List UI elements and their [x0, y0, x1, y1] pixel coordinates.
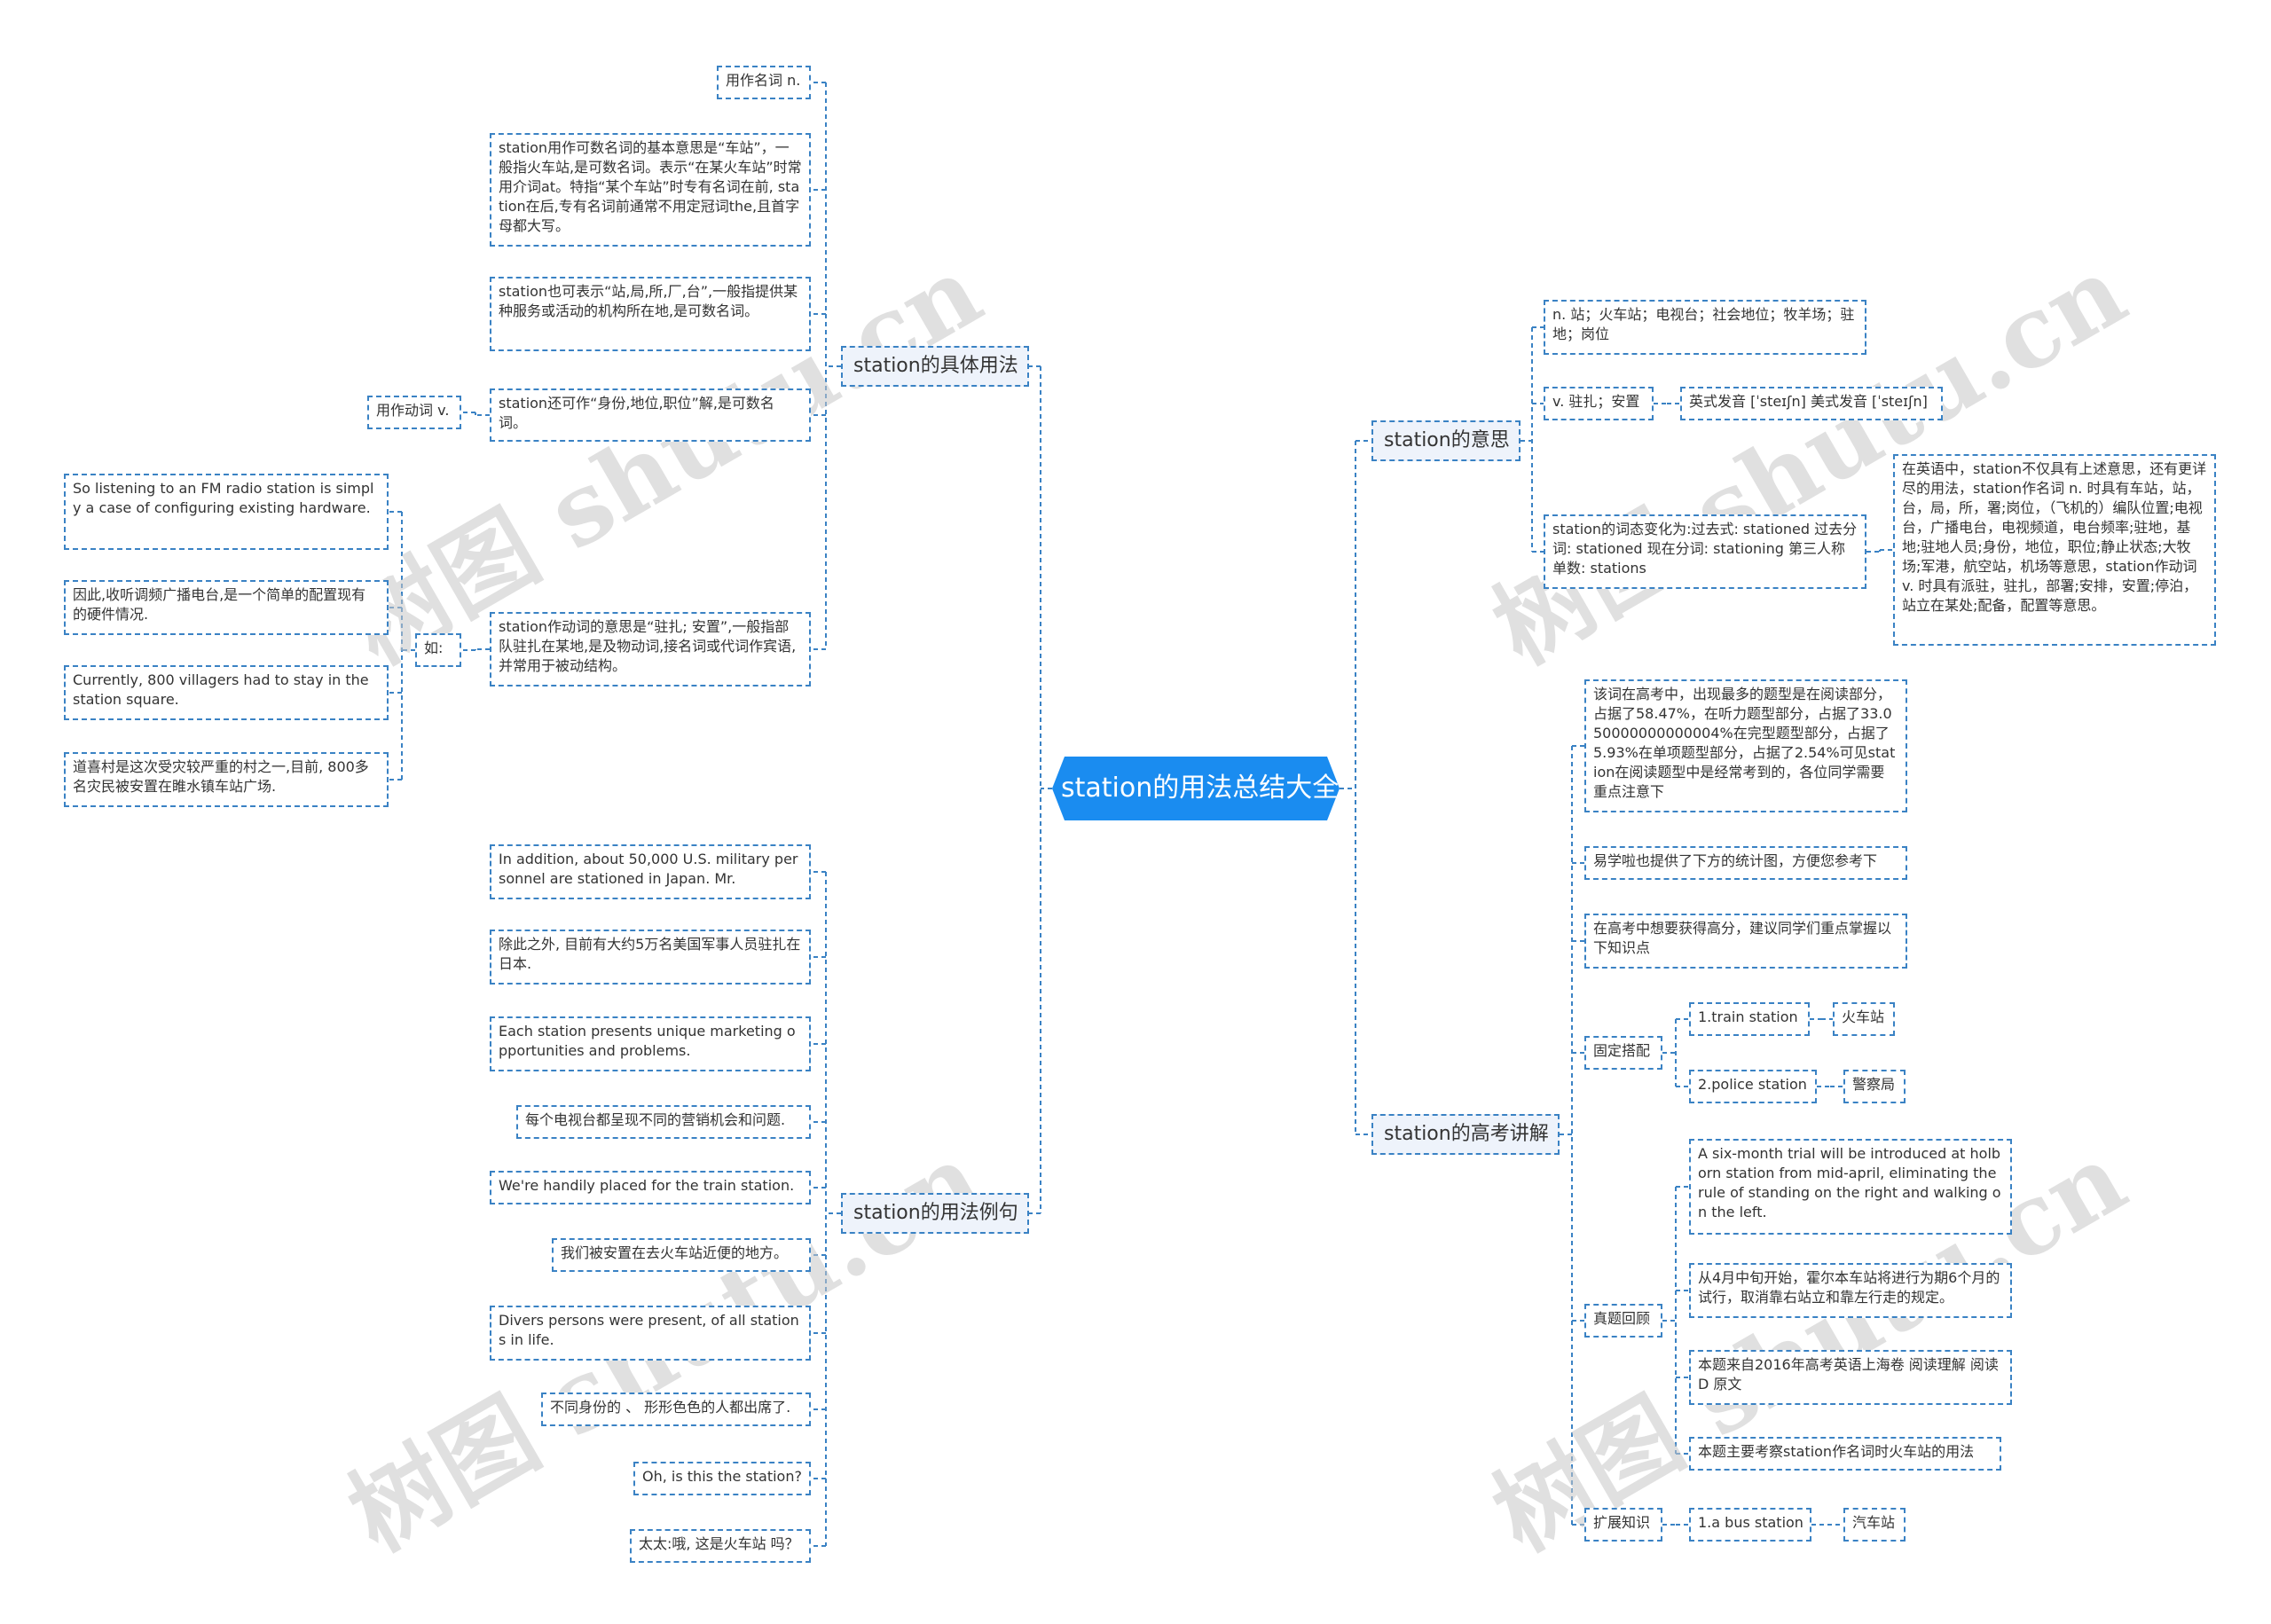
branch-meaning[interactable]: station的意思	[1371, 420, 1521, 461]
extended-knowledge[interactable]: 1.a bus station	[1689, 1508, 1811, 1542]
noun-usage-label[interactable]: 用作名词 n.	[717, 66, 811, 99]
usage-example-en[interactable]: Currently, 800 villagers had to stay in …	[64, 665, 389, 720]
example-sentence[interactable]: 太太:哦, 这是火车站 吗？	[630, 1529, 811, 1563]
example-sentence[interactable]: Each station presents unique marketing o…	[490, 1016, 811, 1071]
extended-knowledge-label[interactable]: 扩展知识	[1584, 1508, 1662, 1542]
usage-example-en[interactable]: So listening to an FM radio station is s…	[64, 474, 389, 550]
fixed-collocation[interactable]: 1.train station	[1689, 1002, 1810, 1036]
example-sentence[interactable]: In addition, about 50,000 U.S. military …	[490, 844, 811, 899]
example-label[interactable]: 如:	[415, 633, 461, 667]
noun-usage-text[interactable]: station还可作“身份,地位,职位”解,是可数名词。	[490, 388, 811, 442]
usage-example-zh[interactable]: 因此,收听调频广播电台,是一个简单的配置现有的硬件情况.	[64, 580, 389, 635]
fixed-collocation-label[interactable]: 固定搭配	[1584, 1036, 1662, 1070]
example-sentence[interactable]: 每个电视台都呈现不同的营销机会和问题.	[516, 1105, 811, 1139]
example-sentence[interactable]: We're handily placed for the train stati…	[490, 1171, 811, 1204]
example-sentence[interactable]: Divers persons were present, of all stat…	[490, 1306, 811, 1361]
branch-exam[interactable]: station的高考讲解	[1371, 1114, 1560, 1155]
exam-stats[interactable]: 易学啦也提供了下方的统计图，方便您参考下	[1584, 846, 1907, 880]
meaning-detail[interactable]: 在英语中，station不仅具有上述意思，还有更详尽的用法，station作名词…	[1893, 454, 2216, 646]
verb-usage-text[interactable]: station作动词的意思是“驻扎; 安置”,一般指部队驻扎在某地,是及物动词,…	[490, 612, 811, 686]
past-exam-source[interactable]: 本题来自2016年高考英语上海卷 阅读理解 阅读D 原文	[1689, 1350, 2012, 1405]
fixed-collocation-meaning[interactable]: 警察局	[1843, 1070, 1906, 1103]
noun-usage-text[interactable]: station用作可数名词的基本意思是“车站”，一般指火车站,是可数名词。表示“…	[490, 133, 811, 247]
word-forms[interactable]: station的词态变化为:过去式: stationed 过去分词: stati…	[1544, 514, 1866, 589]
pronunciation[interactable]: 英式发音 [ˈsteɪʃn] 美式发音 [ˈsteɪʃn]	[1680, 387, 1943, 420]
past-exam-focus[interactable]: 本题主要考察station作名词时火车站的用法	[1689, 1437, 2001, 1471]
noun-meaning[interactable]: n. 站；火车站；电视台；社会地位；牧羊场；驻地；岗位	[1544, 300, 1866, 355]
exam-advice[interactable]: 在高考中想要获得高分，建议同学们重点掌握以下知识点	[1584, 914, 1907, 969]
root-topic[interactable]: station的用法总结大全	[1052, 757, 1340, 820]
branch-usage[interactable]: station的具体用法	[841, 346, 1029, 387]
verb-usage-label[interactable]: 用作动词 v.	[367, 396, 461, 429]
example-sentence[interactable]: 除此之外, 目前有大约5万名美国军事人员驻扎在日本.	[490, 930, 811, 985]
example-sentence[interactable]: 不同身份的 、 形形色色的人都出席了.	[541, 1393, 811, 1426]
example-sentence[interactable]: Oh, is this the station?	[633, 1462, 811, 1495]
extended-knowledge-meaning[interactable]: 汽车站	[1843, 1508, 1906, 1542]
branch-examples[interactable]: station的用法例句	[841, 1193, 1029, 1234]
noun-usage-text[interactable]: station也可表示“站,局,所,厂,台”,一般指提供某种服务或活动的机构所在…	[490, 277, 811, 351]
usage-example-zh[interactable]: 道喜村是这次受灾较严重的村之一,目前, 800多名灾民被安置在睢水镇车站广场.	[64, 752, 389, 807]
verb-meaning[interactable]: v. 驻扎；安置	[1544, 387, 1654, 420]
exam-intro[interactable]: 该词在高考中，出现最多的题型是在阅读部分，占据了58.47%，在听力题型部分，占…	[1584, 679, 1907, 812]
past-exam-translation[interactable]: 从4月中旬开始，霍尔本车站将进行为期6个月的试行，取消靠右站立和靠左行走的规定。	[1689, 1263, 2012, 1318]
past-exam-label[interactable]: 真题回顾	[1584, 1304, 1662, 1338]
past-exam-text[interactable]: A six-month trial will be introduced at …	[1689, 1139, 2012, 1235]
fixed-collocation-meaning[interactable]: 火车站	[1833, 1002, 1895, 1036]
example-sentence[interactable]: 我们被安置在去火车站近便的地方。	[552, 1238, 811, 1272]
fixed-collocation[interactable]: 2.police station	[1689, 1070, 1817, 1103]
